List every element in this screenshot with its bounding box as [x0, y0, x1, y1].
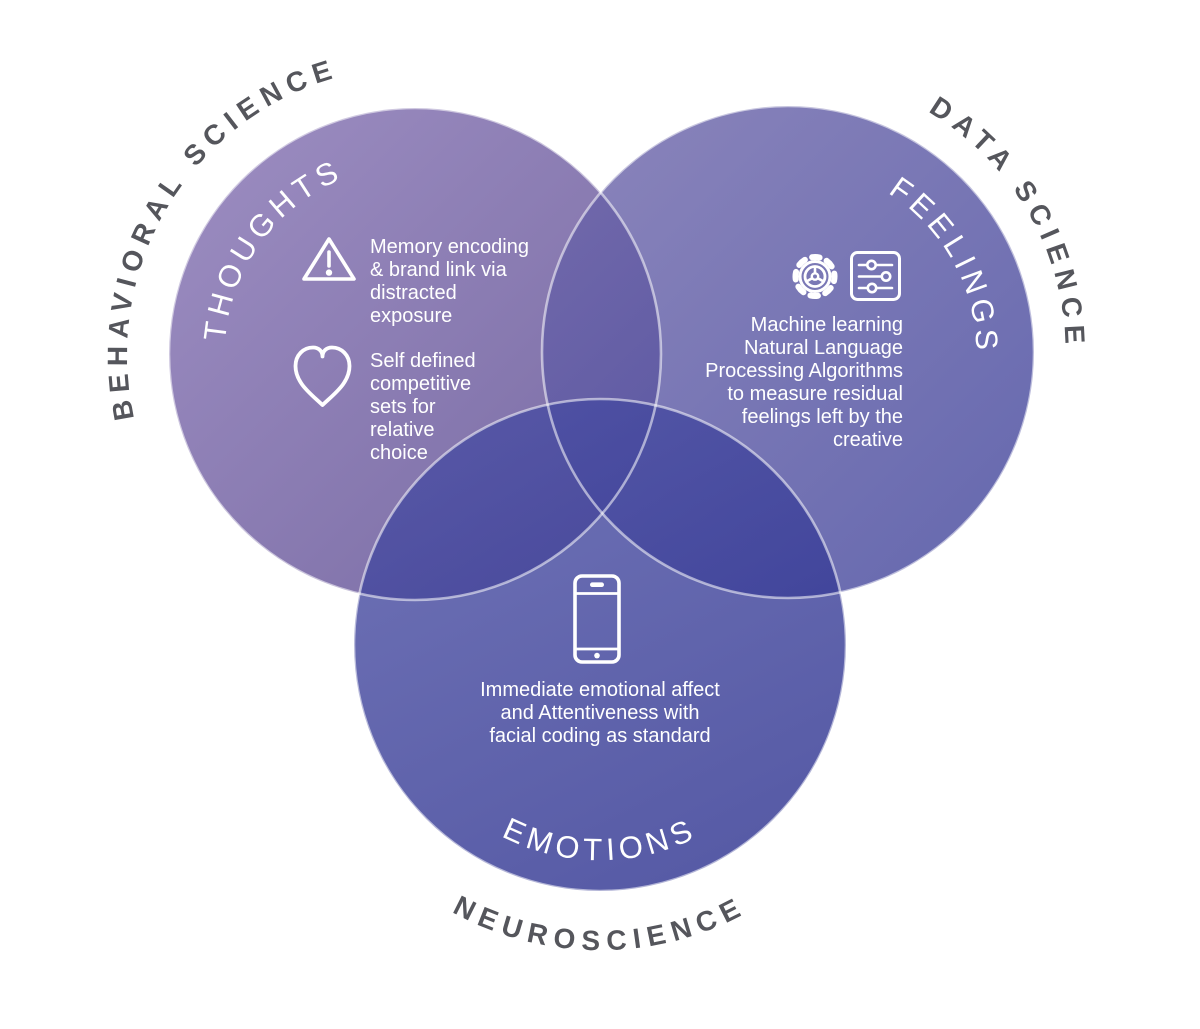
venn-circles	[169, 106, 1034, 891]
thoughts-competitive-text: Self defined competitive sets for relati…	[370, 350, 476, 464]
sliders-frame	[850, 251, 901, 301]
thoughts-memory-text: Memory encoding & brand link via distrac…	[370, 236, 529, 327]
emotions-facial-coding-text: Immediate emotional affect and Attentive…	[480, 679, 720, 747]
outline-data-circle	[540, 104, 1036, 600]
label-neuroscience: NEUROSCIENCE	[449, 890, 751, 957]
sliders-icon	[850, 251, 901, 301]
warning-triangle-icon	[302, 237, 356, 281]
wheel-spoke-right	[816, 276, 825, 283]
warning-triangle-outline	[302, 237, 356, 281]
heart-icon	[293, 345, 352, 407]
circle-neuroscience	[354, 399, 846, 891]
wheel-spoke-left	[805, 276, 814, 283]
gear-teeth	[792, 254, 838, 299]
heart-outline	[293, 345, 352, 407]
gear-ring	[798, 260, 832, 293]
label-neuroscience-text: NEUROSCIENCE	[449, 890, 744, 957]
circle-outlines	[167, 104, 1036, 893]
phone-speaker	[590, 582, 604, 587]
slider-knob-1	[865, 259, 877, 271]
outline-behavioral-circle	[167, 106, 663, 602]
slider-knob-3	[866, 282, 878, 294]
phone-home-button	[594, 652, 600, 659]
slider-knob-2	[880, 270, 892, 282]
smartphone-icon	[573, 574, 621, 664]
gear-wheel-icon	[792, 254, 838, 299]
feelings-machine-learning-text: Machine learning Natural Language Proces…	[705, 314, 903, 451]
outline-neuroscience-circle	[352, 397, 848, 893]
warning-exclamation-dot	[325, 269, 333, 276]
phone-body	[573, 574, 621, 664]
